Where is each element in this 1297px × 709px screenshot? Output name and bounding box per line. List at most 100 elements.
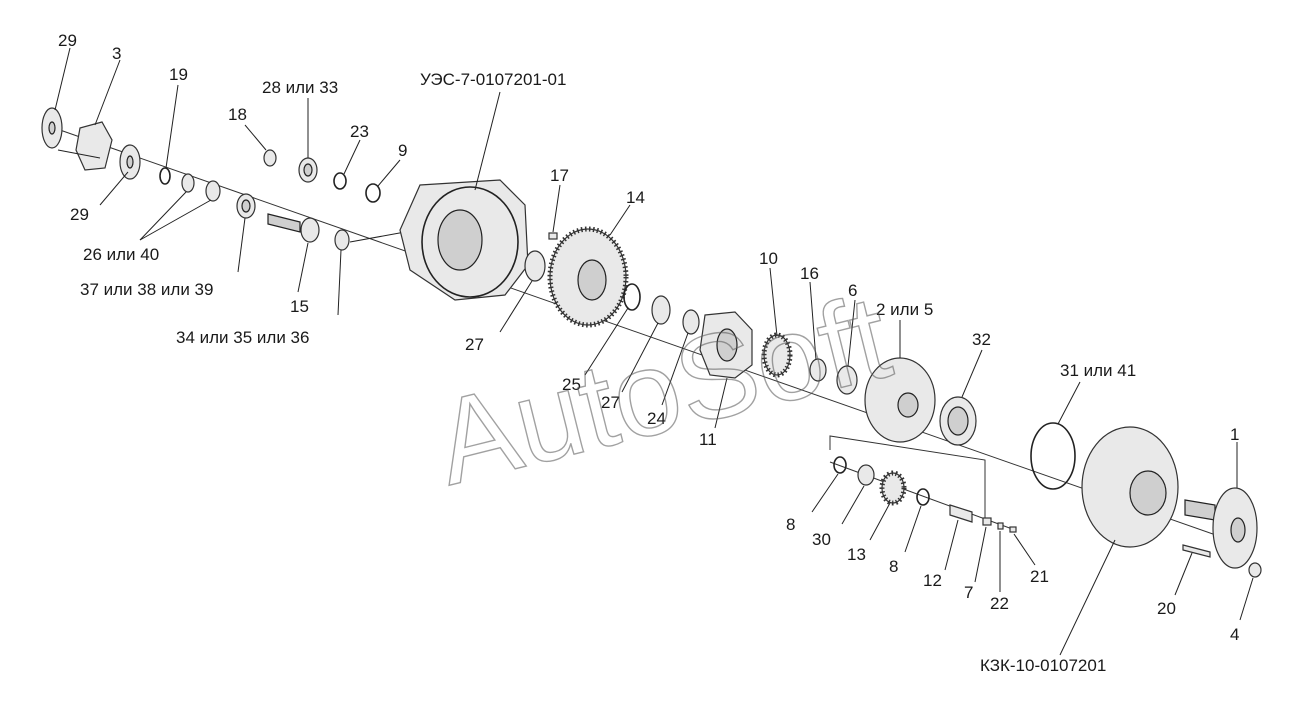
part-32-seal-inner: [947, 406, 969, 436]
part-10-gear-teeth: [761, 332, 793, 378]
leader-24: [661, 332, 689, 406]
part-16-sleeve: [809, 358, 827, 382]
leader-9: [377, 159, 401, 187]
part-24-ring: [682, 309, 700, 335]
part-13-gear-teeth: [879, 470, 907, 506]
part-1-flange-hub: [1230, 517, 1246, 543]
label-bottom-assembly: КЗК-10-0107201: [980, 656, 1106, 675]
label-31-41: 31 или 41: [1060, 361, 1136, 380]
label-17: 17: [550, 166, 569, 185]
label-25: 25: [562, 375, 581, 394]
part-8a-ring: [833, 456, 847, 474]
part-15-shaft: [267, 213, 301, 233]
part-22-washer: [997, 522, 1004, 530]
leader-31: [1057, 381, 1081, 425]
label-27b: 27: [601, 393, 620, 412]
part-8b-ring: [916, 488, 930, 506]
label-24: 24: [647, 409, 666, 428]
part-27b-ring: [651, 295, 671, 325]
part-29a-hole: [48, 121, 56, 135]
leader-18: [244, 124, 267, 151]
housing-carrier-bore: [437, 209, 483, 271]
label-27a: 27: [465, 335, 484, 354]
label-3: 3: [112, 44, 121, 63]
cover-kzk-bore: [1129, 470, 1167, 516]
label-7: 7: [964, 583, 973, 602]
part-13-gear: [881, 472, 905, 504]
part-25-ring: [623, 283, 641, 311]
leader-37: [237, 217, 246, 273]
part-11-hub-bore: [716, 328, 738, 362]
leader-8a: [811, 473, 839, 513]
leader-32: [961, 349, 983, 398]
part-6-ring: [836, 365, 858, 395]
part-34-bearing: [334, 229, 350, 251]
leader-12: [944, 519, 959, 571]
part-29b-hole: [126, 155, 134, 169]
part-14-gear-bore: [577, 259, 607, 301]
label-37-38-39: 37 или 38 или 39: [80, 280, 213, 299]
label-6: 6: [848, 281, 857, 300]
label-13: 13: [847, 545, 866, 564]
leader-23: [343, 139, 361, 175]
satellite-bracket: [829, 435, 986, 525]
label-28-33: 28 или 33: [262, 78, 338, 97]
leader-19: [165, 84, 179, 169]
label-9: 9: [398, 141, 407, 160]
part-19-ring: [159, 167, 171, 185]
part-14-gear-teeth: [547, 226, 629, 328]
leader-8b: [904, 505, 922, 553]
leader-29b: [99, 171, 129, 206]
part-37-bearing-inner: [241, 199, 251, 213]
leader-13: [869, 502, 891, 541]
leader-top-assembly: [474, 91, 501, 191]
part-21-screw: [1009, 526, 1017, 533]
part-18-ring: [263, 149, 277, 167]
part-27a-ring: [524, 250, 546, 282]
label-11: 11: [699, 430, 717, 449]
label-14: 14: [626, 188, 645, 207]
leader-10: [769, 267, 778, 337]
label-top-assembly: УЭС-7-0107201-01: [420, 70, 566, 89]
leader-29a: [54, 47, 71, 111]
leader-27b: [621, 322, 659, 393]
leader-4: [1239, 577, 1254, 621]
leader-7: [974, 526, 987, 583]
part-12-axle: [949, 504, 973, 523]
part-15-to-housing: [349, 231, 406, 243]
label-8a: 8: [786, 515, 795, 534]
leader-15: [297, 242, 309, 293]
part-3-shaft: [57, 149, 101, 159]
part-20-bolt: [1182, 544, 1211, 558]
part-7-nut: [982, 517, 992, 526]
label-19: 19: [169, 65, 188, 84]
label-23: 23: [350, 122, 369, 141]
label-29a: 29: [58, 31, 77, 50]
label-22: 22: [990, 594, 1009, 613]
label-15: 15: [290, 297, 309, 316]
leader-6: [847, 299, 856, 367]
part-4-nut: [1248, 562, 1262, 578]
label-16: 16: [800, 264, 819, 283]
label-20: 20: [1157, 599, 1176, 618]
label-30: 30: [812, 530, 831, 549]
leader-30: [841, 485, 865, 525]
part-17-pin: [548, 232, 558, 240]
part-1-shaft: [1184, 499, 1216, 521]
label-21: 21: [1030, 567, 1049, 586]
label-8b: 8: [889, 557, 898, 576]
part-26-ring-b: [205, 180, 221, 202]
leader-26a: [139, 191, 187, 241]
label-2-5: 2 или 5: [876, 300, 933, 319]
label-32: 32: [972, 330, 991, 349]
part-30-bearing: [857, 464, 875, 486]
leader-3: [94, 59, 121, 126]
leader-34: [337, 249, 342, 316]
leader-26b: [139, 199, 212, 241]
leader-20: [1174, 552, 1193, 596]
leader-21: [1013, 533, 1036, 566]
leader-11: [714, 377, 728, 429]
label-10: 10: [759, 249, 778, 268]
leader-17: [552, 184, 561, 233]
